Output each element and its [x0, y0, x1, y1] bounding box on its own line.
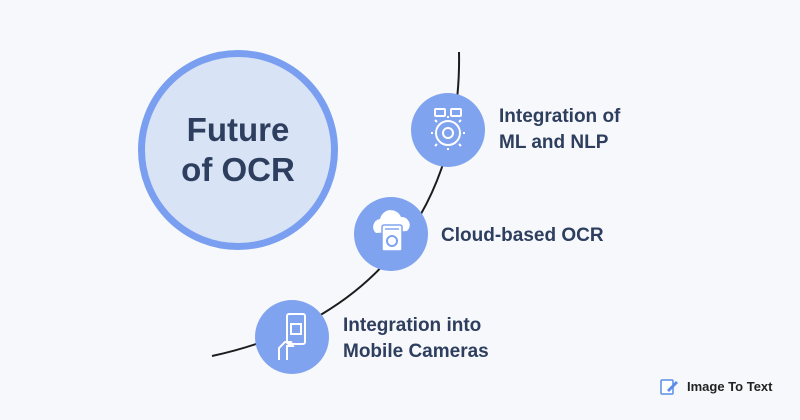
mobile-camera-node [255, 300, 329, 374]
mobile-camera-label: Integration into Mobile Cameras [343, 315, 489, 362]
phone-scan-icon [278, 313, 306, 360]
diagram-title: Future of OCR [181, 111, 295, 188]
brand: Image To Text [659, 376, 772, 396]
ml-nlp-node [411, 93, 485, 167]
edit-note-icon [660, 379, 678, 395]
ml-nlp-gear-icon [431, 108, 465, 150]
cloud-ocr-label: Cloud-based OCR [441, 225, 604, 246]
ml-nlp-label: Integration of ML and NLP [499, 106, 621, 153]
cloud-document-icon [373, 210, 410, 252]
title-circle: Future of OCR [138, 50, 338, 250]
brand-name: Image To Text [687, 378, 773, 394]
cloud-ocr-node [354, 197, 428, 271]
